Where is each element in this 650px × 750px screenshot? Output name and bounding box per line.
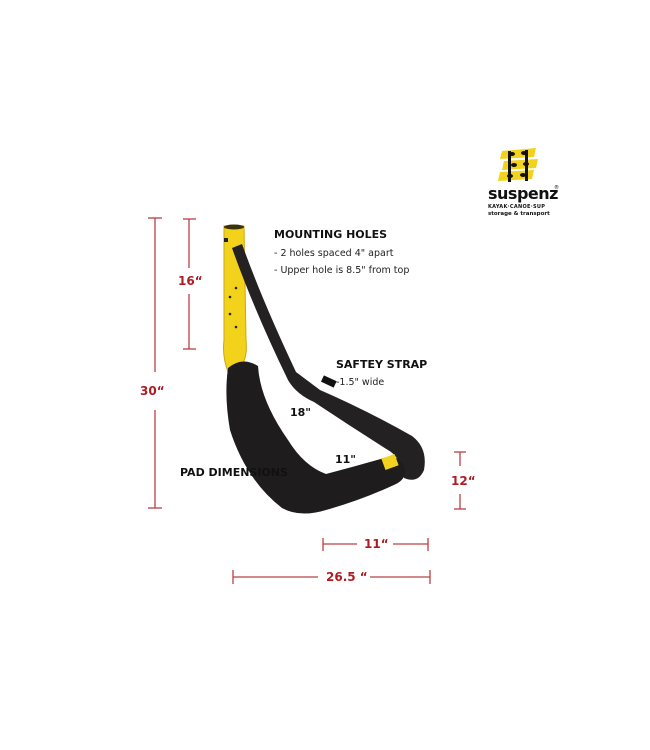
safety-strap-width: -1.5" wide	[336, 377, 385, 388]
pad-dimensions-heading: PAD DIMENSIONS	[180, 466, 288, 479]
pad-short-side-length: 11"	[335, 453, 357, 466]
strap-buckle-icon	[320, 375, 337, 388]
brand-logo: suspenz ® KAYAK·CANOE·SUP storage & tran…	[484, 148, 564, 220]
logo-registered-mark: ®	[554, 185, 559, 191]
logo-mark-icon	[498, 148, 538, 182]
logo-brand-name: suspenz	[488, 184, 558, 203]
pad-depth-label: 11“	[364, 537, 389, 551]
safety-strap	[232, 244, 425, 480]
total-depth-label: 26.5 “	[326, 570, 368, 584]
mounting-holes-line-2: - Upper hole is 8.5" from top	[274, 265, 410, 276]
total-height-label: 30“	[140, 384, 165, 398]
safety-strap-heading: SAFTEY STRAP	[336, 358, 428, 371]
pad-long-side-length: 18"	[290, 406, 312, 419]
yellow-bracket-end	[381, 453, 399, 471]
logo-tagline: KAYAK·CANOE·SUP	[488, 204, 546, 210]
mounting-holes-heading: MOUNTING HOLES	[274, 228, 388, 241]
upper-arm-height-label: 16“	[178, 274, 203, 288]
foam-pad	[226, 361, 405, 514]
end-height-label: 12“	[451, 474, 476, 488]
mounting-holes-line-1: - 2 holes spaced 4" apart	[274, 248, 394, 259]
logo-subtitle: storage & transport	[488, 211, 550, 217]
